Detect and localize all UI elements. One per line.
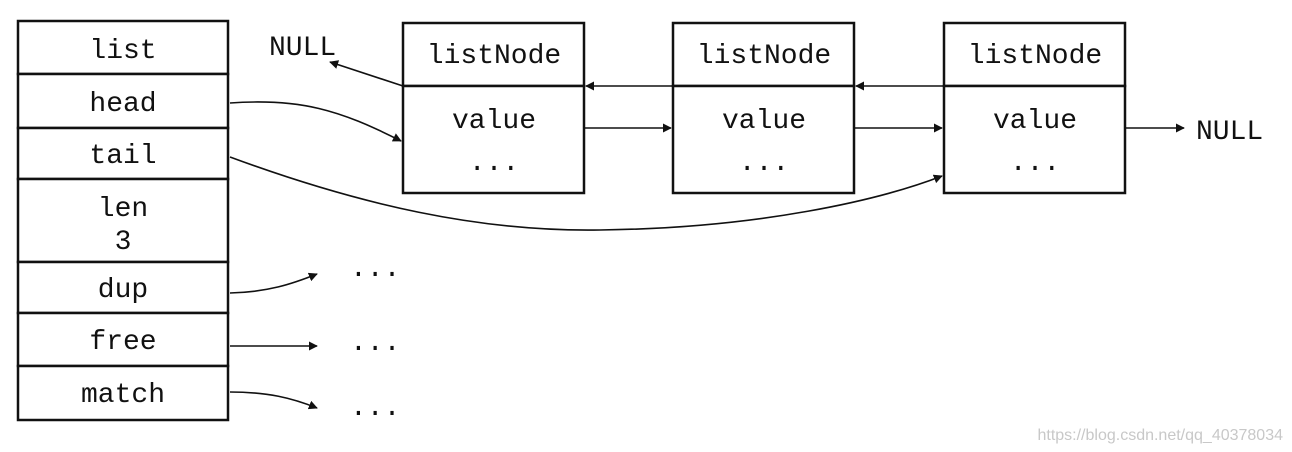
node-3-value: value (993, 106, 1077, 137)
null-label-next: NULL (1196, 117, 1263, 148)
head-pointer-arrow (229, 101, 402, 142)
field-match-label: match (81, 380, 165, 411)
list-field-len (16, 177, 230, 264)
list-struct: list head tail len 3 dup free match (16, 19, 230, 422)
tail-pointer-arrow (229, 156, 943, 231)
watermark-text: https://blog.csdn.net/qq_40378034 (1037, 427, 1283, 444)
dup-pointer-arrow (229, 272, 318, 294)
match-pointer-arrow (229, 391, 318, 410)
list-node-1: listNode value ... (401, 21, 586, 195)
node-3-title-cell (942, 21, 1127, 88)
list-header-cell (16, 19, 230, 76)
list-field-head (16, 72, 230, 130)
node-2-title-cell (671, 21, 856, 88)
field-len-label: len (98, 194, 148, 225)
dup-target-ellipsis: ... (350, 254, 400, 285)
node-2-body-cell (671, 84, 856, 195)
node-3-title: listNode (968, 41, 1102, 72)
node-1-title: listNode (427, 41, 561, 72)
field-dup-label: dup (98, 275, 148, 306)
list-title: list (89, 36, 156, 67)
node-1-body-cell (401, 84, 586, 195)
field-len-value: 3 (115, 227, 132, 258)
list-node-2: listNode value ... (671, 21, 856, 195)
match-target-ellipsis: ... (350, 393, 400, 424)
node-3-body-cell (942, 84, 1127, 195)
list-field-free (16, 311, 230, 368)
node-2-title: listNode (697, 41, 831, 72)
field-free-label: free (89, 327, 156, 358)
node-1-ellipsis: ... (469, 148, 519, 179)
node-3-ellipsis: ... (1010, 148, 1060, 179)
node-1-value: value (452, 106, 536, 137)
node-2-ellipsis: ... (739, 148, 789, 179)
prev-arrow-node1-null (329, 60, 404, 87)
null-label-prev: NULL (269, 33, 336, 64)
node-1-title-cell (401, 21, 586, 88)
free-target-ellipsis: ... (350, 328, 400, 359)
list-node-3: listNode value ... (942, 21, 1127, 195)
field-tail-label: tail (89, 141, 156, 172)
list-field-match (16, 364, 230, 422)
field-head-label: head (89, 89, 156, 120)
node-2-value: value (722, 106, 806, 137)
